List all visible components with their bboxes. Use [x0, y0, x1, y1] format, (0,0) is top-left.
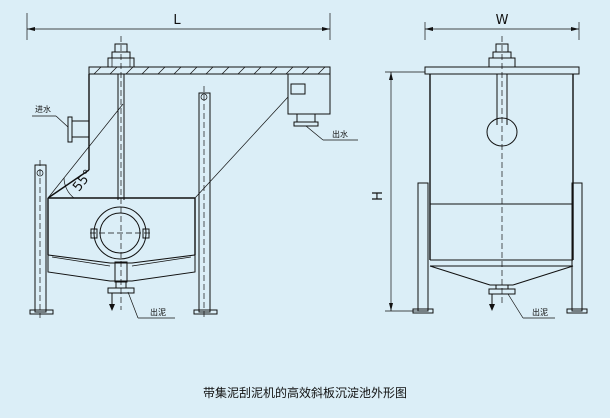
- sludge-outlet-side: 出泥: [488, 284, 555, 319]
- figure-caption: 带集泥刮泥机的高效斜板沉淀池外形图: [203, 385, 407, 400]
- dimension-height-label: H: [371, 191, 386, 201]
- inlet-label: 进水: [35, 104, 51, 114]
- side-right-leg: [566, 182, 588, 314]
- inlet-pipe: 进水: [32, 104, 90, 143]
- sludge-hopper: [47, 254, 196, 282]
- angle-label: 55°: [70, 167, 96, 194]
- side-view: W H: [371, 13, 588, 319]
- outlet-label: 出水: [332, 129, 348, 139]
- side-left-leg: [412, 182, 434, 314]
- dimension-length-label: L: [173, 13, 181, 28]
- central-drum: [90, 206, 150, 260]
- dimension-length: L: [26, 13, 331, 40]
- right-leg: [193, 86, 218, 318]
- dimension-height: H: [371, 71, 425, 312]
- drive-unit: [107, 36, 135, 310]
- side-tank-body: [429, 74, 574, 286]
- sludge-outlet-front: 出泥: [107, 261, 175, 319]
- dimension-width-label: W: [496, 13, 509, 28]
- left-leg: [29, 160, 54, 318]
- front-view: L: [26, 13, 358, 319]
- sludge-label-front: 出泥: [150, 307, 166, 317]
- sludge-label-side: 出泥: [532, 307, 548, 317]
- tank-body: [47, 74, 289, 255]
- top-beam: [88, 66, 331, 75]
- dimension-width: W: [424, 13, 580, 40]
- side-drive-unit: [486, 36, 518, 305]
- outlet-box: 出水: [287, 73, 358, 141]
